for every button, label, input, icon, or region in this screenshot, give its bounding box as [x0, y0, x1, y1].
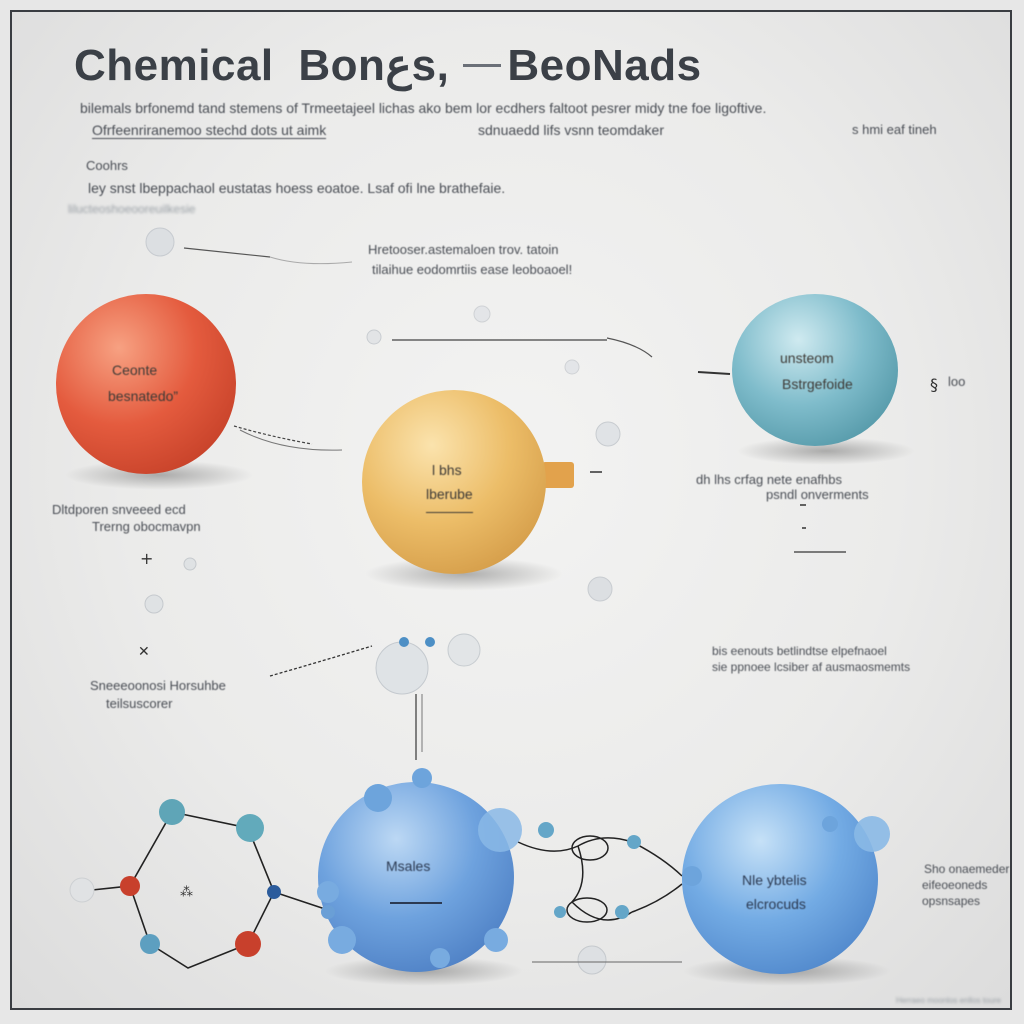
- annotation-right-mid-1: dh lhs crfag nete enafhbs: [696, 472, 842, 487]
- gold-atom-sphere: [362, 390, 546, 574]
- red-sphere-label-1: Ceonte: [112, 362, 158, 378]
- red-atom-sphere: [56, 294, 236, 474]
- annotation-right-mid-2: psndl onverments: [766, 487, 869, 502]
- bubble-icon: [145, 227, 175, 257]
- gold-sphere-label-2: lberube: [426, 486, 473, 513]
- title-part-2: Bonعs,: [298, 41, 450, 90]
- svg-text:+: +: [140, 549, 153, 568]
- footer-credit: Herraeo moonlos enllos toure: [896, 996, 1001, 1005]
- gold-sphere-label-1: l bhs: [432, 462, 462, 478]
- annotation-right-low-1: bis eenouts betlindtse elpefnaoel: [712, 644, 887, 658]
- red-sphere-label-2: besnatedo”: [108, 388, 179, 404]
- intro-line-2c: s hmi eaf tineh: [852, 122, 937, 137]
- annotation-left-low-2: teilsuscorer: [106, 696, 173, 711]
- teal-sphere-label-1: unsteom: [780, 350, 834, 366]
- annotation-left-low-1: Sneeeoonosi Horsuhbe: [90, 678, 226, 693]
- title-dash: [463, 63, 502, 67]
- blue-right-label-1: Nle ybtelis: [742, 872, 807, 888]
- annotation-left-mid-2: Trerng obocmavpn: [92, 519, 201, 534]
- svg-text:§: §: [930, 375, 938, 394]
- page-title: Chemical Bonعs, BeoNads: [74, 40, 702, 91]
- section-heading: Coohrs: [86, 158, 128, 173]
- teal-sphere-label-2: Bstrgefoide: [782, 376, 853, 392]
- annotation-bottom-right-1: Sho onaemeder: [924, 862, 1010, 876]
- teal-atom-sphere: [732, 294, 898, 446]
- blue-left-bubbles: [317, 768, 522, 968]
- annotation-bottom-right-3: opsnsapes: [922, 894, 981, 908]
- blue-left-label: Msales: [386, 858, 431, 874]
- blue-right-label-2: elcrocuds: [746, 896, 806, 912]
- intro-line-1: bilemals brfonemd tand stemens of Trmeet…: [80, 100, 767, 116]
- section-line-1: ley snst lbeppachaol eustatas hoess eoat…: [88, 180, 506, 196]
- annotation-top-1: Hretooser.astemaloen trov. tatoin: [368, 242, 559, 257]
- annotation-left-mid-1: Dltdporen snveeed ecd: [52, 502, 186, 517]
- intro-line-2a: Ofrfeenriranemoo stechd dots ut aimk: [92, 122, 327, 139]
- right-tag: loo: [948, 374, 966, 389]
- svg-text:✕: ✕: [138, 644, 150, 660]
- intro-line-2b: sdnuaedd lifs vsnn teomdaker: [478, 122, 664, 138]
- title-part-1: Chemical: [74, 41, 274, 90]
- svg-text:⁂: ⁂: [180, 885, 193, 900]
- blue-right-bubbles: [682, 816, 890, 886]
- annotation-right-low-2: sie ppnoee lcsiber af ausmaosmemts: [712, 660, 911, 674]
- annotation-bottom-right-2: eifeoeoneds: [922, 878, 988, 892]
- connector-lines: + ✕ ⁂: [69, 227, 938, 975]
- title-part-3: BeoNads: [507, 41, 702, 90]
- blue-right-molecule-sphere: [682, 784, 878, 974]
- infographic-poster: Chemical Bonعs, BeoNads bilemals brfonemd…: [10, 10, 1012, 1010]
- section-line-2: lilucteoshoeooreuilkesie: [68, 202, 196, 216]
- blue-left-underline: [390, 902, 442, 904]
- annotation-top-2: tilaihue eodomrtiis ease leoboaoel!: [372, 262, 573, 277]
